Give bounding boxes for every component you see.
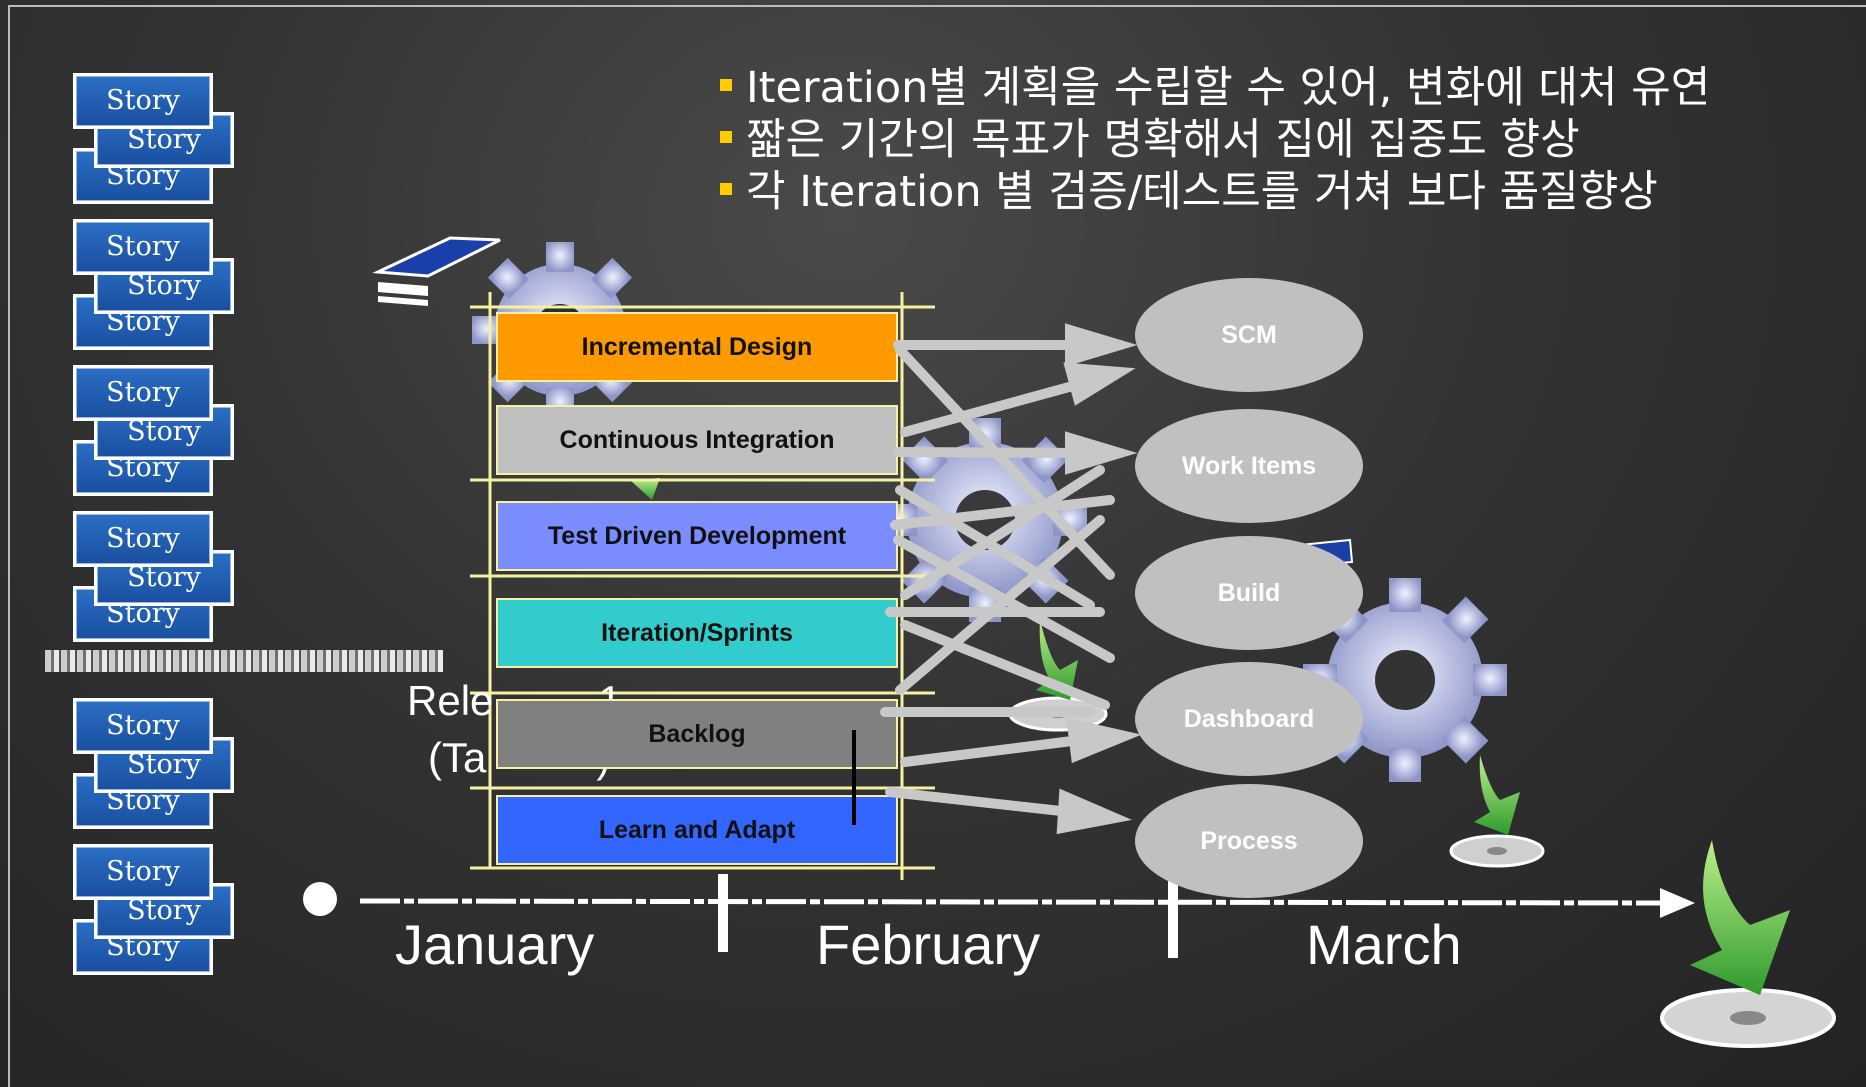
tool-dashboard: Dashboard [1135, 662, 1363, 776]
story-card: Story [73, 365, 213, 421]
release-tag-label: (Ta) [428, 734, 610, 781]
bullet-item: 짧은 기간의 목표가 명확해서 집에 집중도 향상 [720, 114, 1820, 166]
tool-work-items: Work Items [1135, 409, 1363, 523]
connector-arrow [900, 362, 1136, 437]
download-icon [1449, 755, 1545, 868]
divider [852, 730, 856, 825]
tool-build: Build [1135, 536, 1363, 650]
connector-arrow [890, 495, 1115, 530]
tool-process: Process [1135, 784, 1363, 898]
separator-band [45, 650, 443, 672]
connector-arrow [885, 787, 1132, 835]
connector-arrow [895, 515, 1105, 695]
practice-backlog: Backlog [496, 699, 898, 769]
story-card: Story [73, 511, 213, 567]
practice-incremental-design: Incremental Design [496, 312, 898, 382]
release-label: Rele1 [407, 677, 622, 724]
download-icon [1660, 840, 1836, 1048]
book-icon [372, 236, 501, 306]
bullet-square-icon [720, 78, 732, 91]
practice-test-driven-development: Test Driven Development [496, 501, 898, 571]
download-icon [630, 478, 660, 500]
story-card: Story [73, 698, 213, 754]
bullet-item: Iteration별 계획을 수립할 수 있어, 변화에 대처 유연 [720, 62, 1820, 114]
practice-learn-and-adapt: Learn and Adapt [496, 795, 898, 865]
bullet-square-icon [720, 130, 732, 143]
month-february: February [816, 913, 1041, 976]
practice-iteration-sprints: Iteration/Sprints [496, 598, 898, 668]
story-card: Story [73, 219, 213, 275]
practice-frame [470, 292, 935, 880]
story-card: Story [73, 844, 213, 900]
slide-border [8, 5, 1866, 1087]
connector-arrow [900, 465, 1105, 600]
practice-continuous-integration: Continuous Integration [496, 405, 898, 475]
timeline-axis [303, 874, 1695, 958]
connector-arrow [900, 717, 1142, 767]
tool-scm: SCM [1135, 278, 1363, 392]
connector-arrow [895, 485, 1095, 610]
bullet-square-icon [720, 182, 732, 195]
connector-arrow [900, 620, 1110, 710]
connector-arrow [893, 323, 1138, 367]
bullet-item: 각 Iteration 별 검증/테스트를 거쳐 보다 품질향상 [720, 166, 1820, 218]
story-card: Story [73, 73, 213, 129]
month-march: March [1306, 913, 1462, 976]
month-january: January [395, 913, 595, 976]
bullet-list: Iteration별 계획을 수립할 수 있어, 변화에 대처 유연 짧은 기간… [720, 62, 1820, 218]
